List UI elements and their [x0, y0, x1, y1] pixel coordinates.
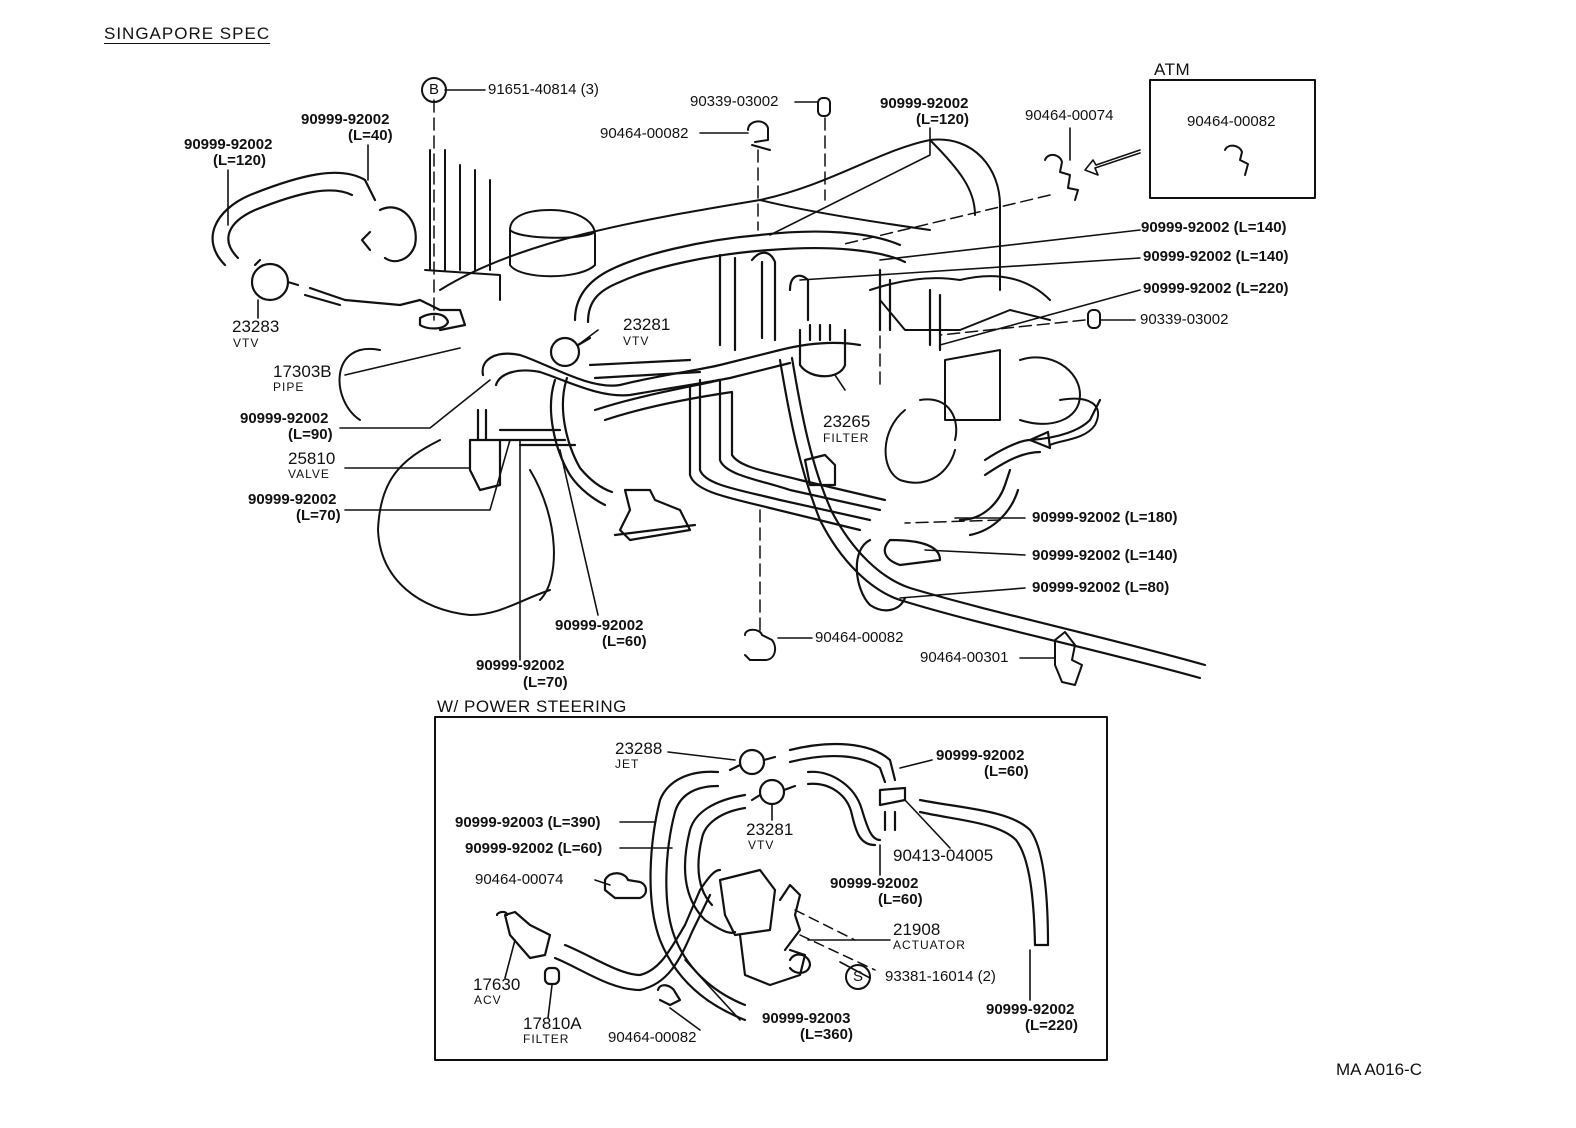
label-bolt: 91651-40814 (3): [488, 81, 599, 98]
label-vtv-mid-name: VTV: [623, 334, 650, 348]
ps-label-jet-name: JET: [615, 757, 640, 771]
label-clamp-top: 90464-00082: [600, 125, 689, 142]
ps-label-acv-num: 17630: [473, 975, 521, 994]
ps-label-hose-mid-num: 90999-92002: [830, 875, 919, 892]
power-steering-label: W/ POWER STEERING: [437, 697, 627, 716]
label-hose-l90-len: (L=90): [288, 426, 333, 443]
ps-label-hose-360-len: (L=360): [800, 1026, 853, 1043]
ps-label-vtv-num: 23281: [746, 820, 794, 839]
ps-label-screw: 93381-16014 (2): [885, 968, 996, 985]
ps-hoses: [495, 742, 1050, 1022]
ps-label-filter-num: 17810A: [523, 1014, 582, 1033]
label-hose-l60-len: (L=60): [602, 633, 647, 650]
ps-label-hose-390: 90999-92003 (L=390): [455, 814, 601, 831]
ps-label-hose-60: 90999-92002 (L=60): [465, 840, 603, 857]
label-atm-clamp: 90464-00082: [1187, 113, 1276, 130]
label-hose-top-len: (L=120): [916, 111, 969, 128]
label-hose-l120-num: 90999-92002: [184, 136, 273, 153]
ps-label-vtv-name: VTV: [748, 838, 775, 852]
ps-label-jet-num: 23288: [615, 739, 663, 758]
label-hose-l40-num: 90999-92002: [301, 111, 390, 128]
ps-label-acv-name: ACV: [474, 993, 502, 1007]
label-hose-l90-num: 90999-92002: [240, 410, 329, 427]
alignment-lines: [433, 99, 1086, 631]
label-pipe-num: 17303B: [273, 362, 332, 381]
main-hoses: [211, 171, 1207, 680]
label-vtv-left-num: 23283: [232, 317, 280, 336]
label-vtv-mid-num: 23281: [623, 315, 671, 334]
label-hose-l70a-len: (L=70): [296, 507, 341, 524]
page-title: SINGAPORE SPEC: [104, 24, 271, 43]
label-hose-l60-num: 90999-92002: [555, 617, 644, 634]
footer-code: MA A016-C: [1336, 1060, 1422, 1079]
label-hose-l40-len: (L=40): [348, 127, 393, 144]
label-clip-bottom: 90464-00301: [920, 649, 1009, 666]
atm-arrow: [1084, 149, 1141, 176]
label-r-hose-180: 90999-92002 (L=180): [1032, 509, 1178, 526]
label-hose-l120-len: (L=120): [213, 152, 266, 169]
marker-s: S: [845, 964, 871, 990]
atm-inset-box: [1149, 79, 1316, 199]
atm-label: ATM: [1154, 60, 1191, 79]
label-hose-l70b-len: (L=70): [523, 674, 568, 691]
ps-label-clip: 90464-00074: [475, 871, 564, 888]
marker-b: B: [421, 77, 447, 103]
ps-label-tee: 90413-04005: [893, 846, 994, 865]
label-valve-name: VALVE: [288, 467, 330, 481]
label-hose-l70a-num: 90999-92002: [248, 491, 337, 508]
ps-label-hose-tr-len: (L=60): [984, 763, 1029, 780]
label-r-hose-220: 90999-92002 (L=220): [1143, 280, 1289, 297]
ps-label-hose-220-len: (L=220): [1025, 1017, 1078, 1034]
ps-label-hose-mid-len: (L=60): [878, 891, 923, 908]
ps-leader-lines: [504, 751, 1031, 1031]
small-parts: [744, 97, 1249, 686]
label-clamp-bottom: 90464-00082: [815, 629, 904, 646]
label-filter-num: 23265: [823, 412, 871, 431]
leader-lines: [227, 89, 1141, 661]
label-vtv-left-name: VTV: [233, 336, 260, 350]
label-r-hose-140a: 90999-92002 (L=140): [1141, 219, 1287, 236]
label-valve-num: 25810: [288, 449, 336, 468]
label-clip-right: 90464-00074: [1025, 107, 1114, 124]
ps-label-hose-360-num: 90999-92003: [762, 1010, 851, 1027]
label-pipe-name: PIPE: [273, 380, 305, 394]
ps-label-actuator-num: 21908: [893, 920, 941, 939]
ps-label-clamp: 90464-00082: [608, 1029, 697, 1046]
label-cap-top: 90339-03002: [690, 93, 779, 110]
label-r-hose-80: 90999-92002 (L=80): [1032, 579, 1170, 596]
label-filter-name: FILTER: [823, 431, 870, 445]
label-r-hose-140b: 90999-92002 (L=140): [1143, 248, 1289, 265]
ps-label-actuator-name: ACTUATOR: [893, 938, 966, 952]
label-cap-right: 90339-03002: [1140, 311, 1229, 328]
label-r-hose-140c: 90999-92002 (L=140): [1032, 547, 1178, 564]
power-steering-box: [434, 716, 1108, 1061]
label-hose-l70b-num: 90999-92002: [476, 657, 565, 674]
label-hose-top-num: 90999-92002: [880, 95, 969, 112]
engine-outline: [338, 138, 1100, 616]
ps-label-hose-tr-num: 90999-92002: [936, 747, 1025, 764]
ps-label-hose-220-num: 90999-92002: [986, 1001, 1075, 1018]
ps-label-filter-name: FILTER: [523, 1032, 570, 1046]
